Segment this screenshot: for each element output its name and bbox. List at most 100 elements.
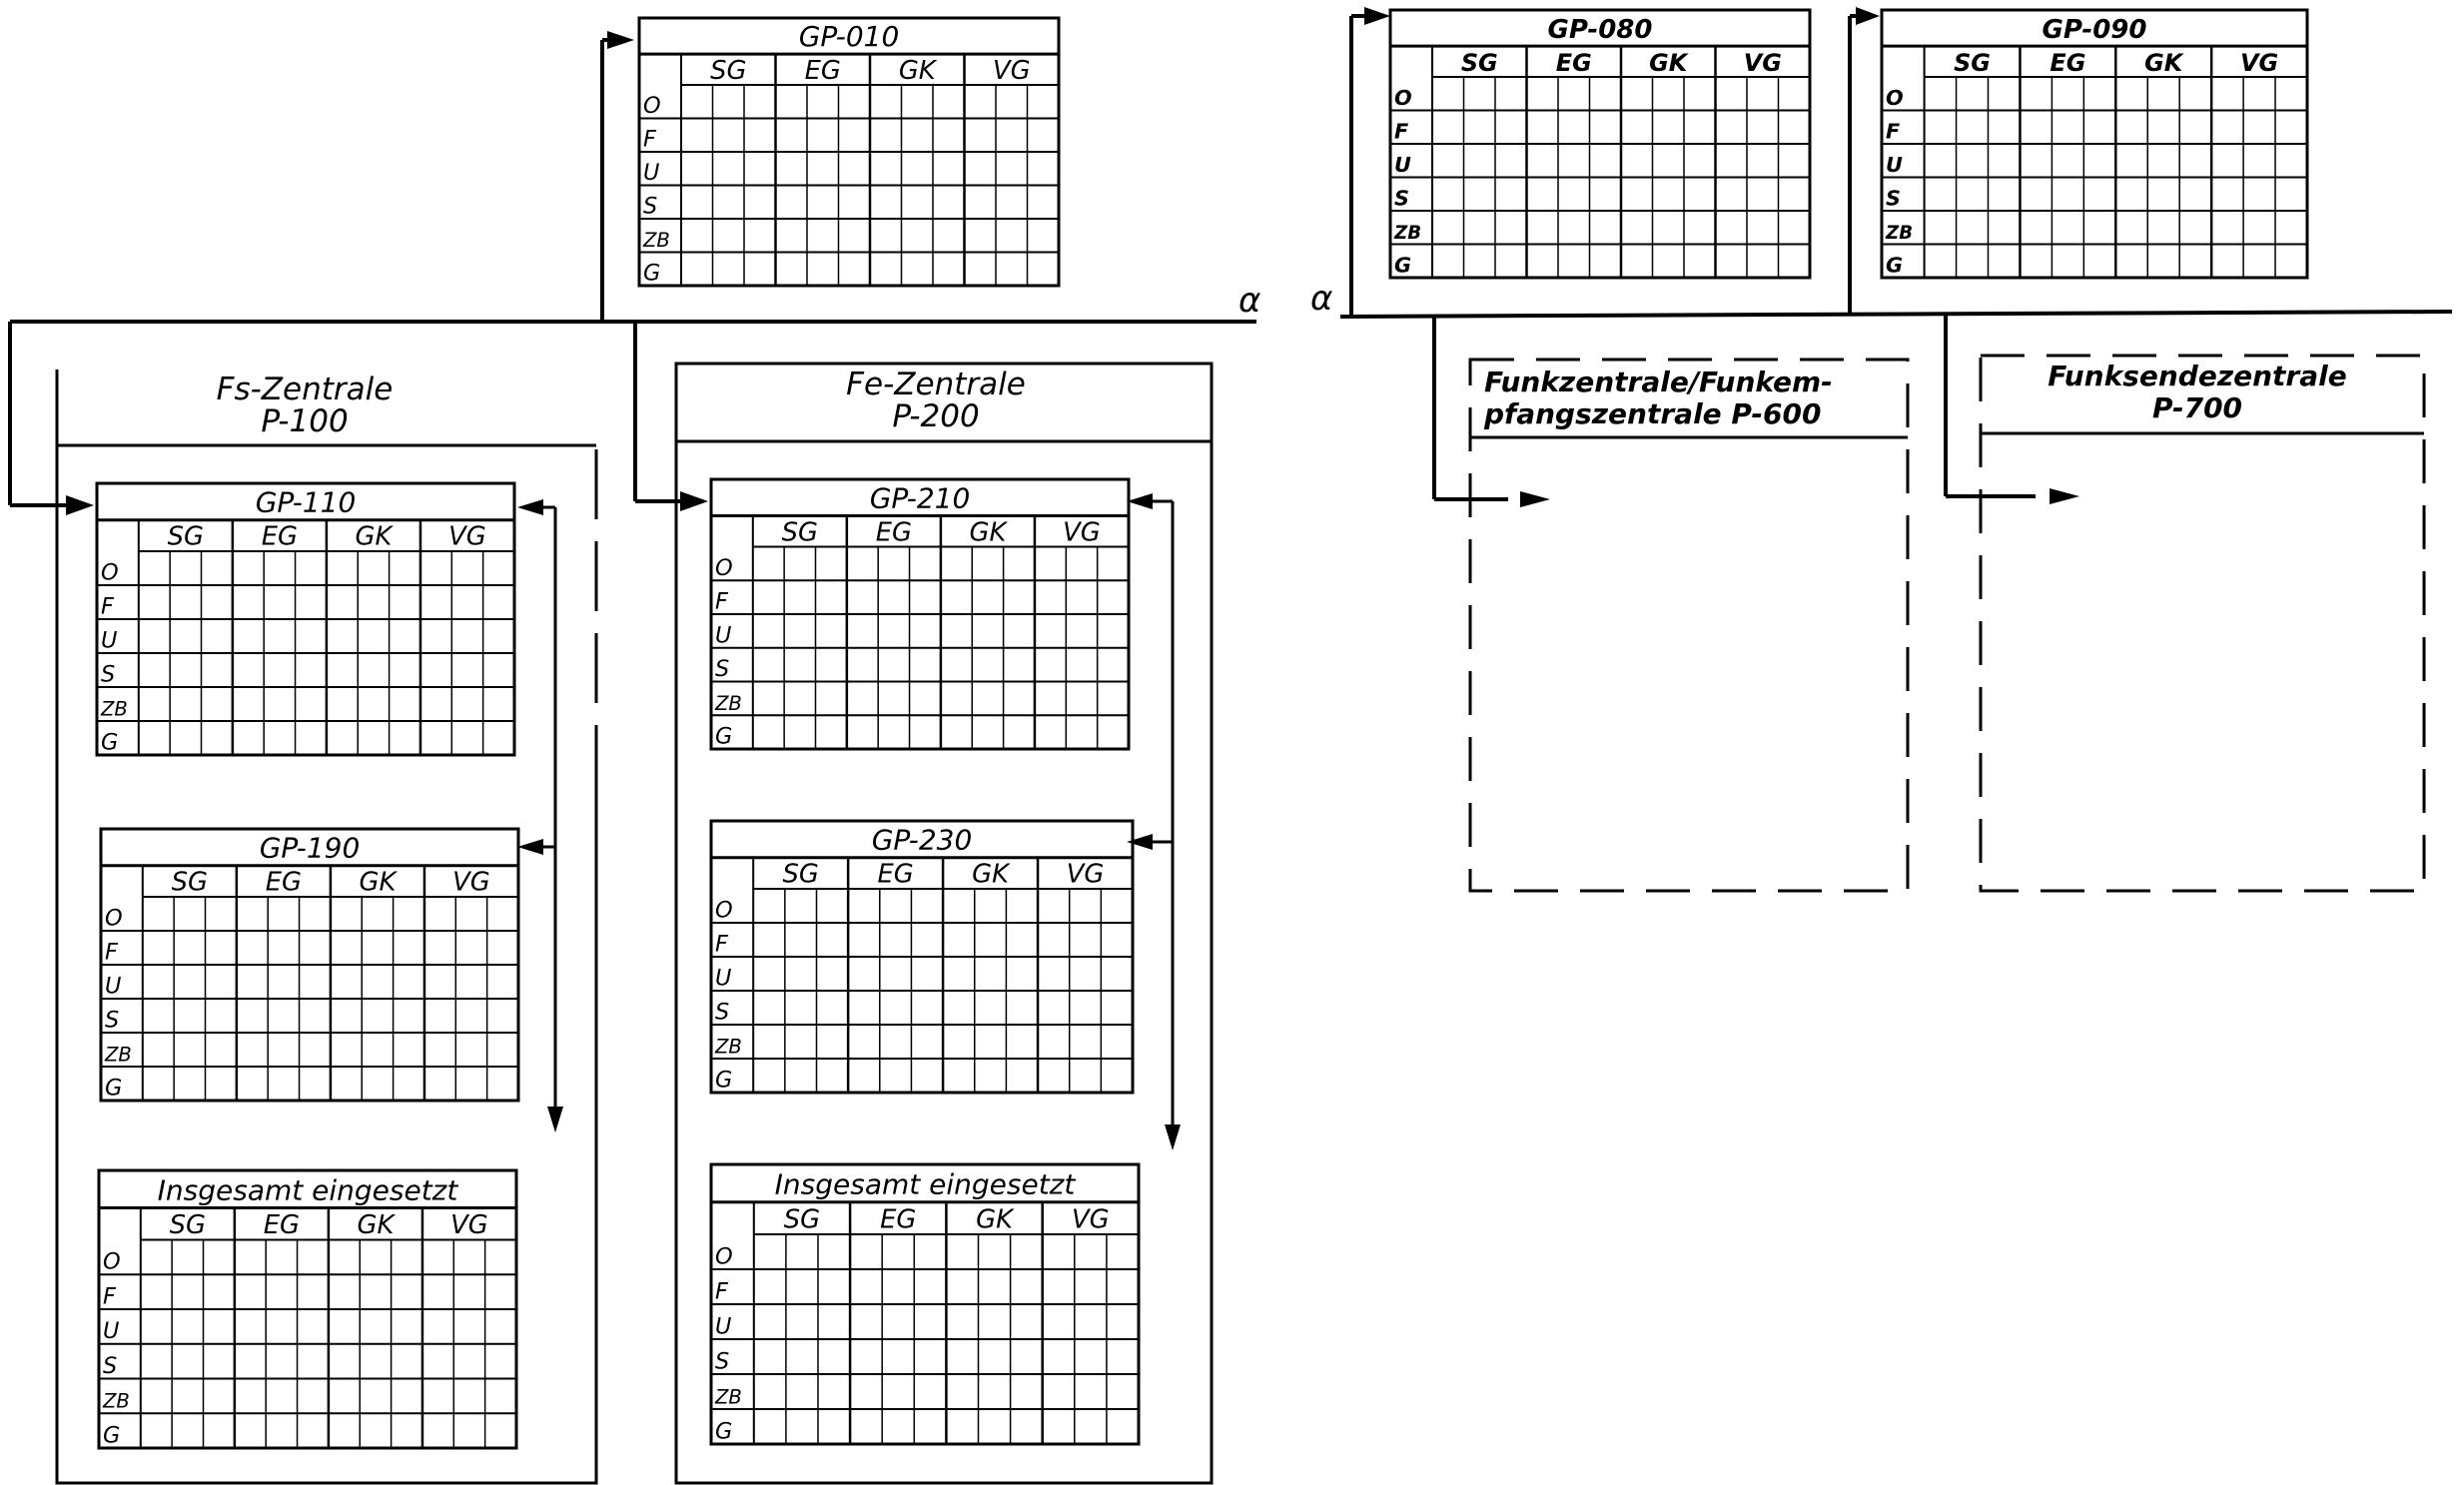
arrow-return-gp230-icon <box>1127 834 1153 850</box>
row-label-s: S <box>105 1008 119 1034</box>
table-title: GP-230 <box>872 824 973 857</box>
row-label-u: U <box>105 974 121 1000</box>
arrow-gp090-icon <box>1856 7 1880 25</box>
column-header-gk: GK <box>899 56 938 86</box>
column-header-eg: EG <box>805 56 841 86</box>
arrowheads <box>66 7 2079 1150</box>
column-header-sg: SG <box>783 860 819 890</box>
row-label-g: G <box>1394 254 1411 278</box>
column-header-sg: SG <box>170 1210 206 1240</box>
arrow-return-gp210-icon <box>1127 493 1153 509</box>
row-label-f: F <box>1394 120 1408 144</box>
arrow-down-fs-icon <box>547 1107 563 1132</box>
row-label-s: S <box>1394 187 1409 211</box>
central-fe: Fe-Zentrale P-200 <box>674 362 1214 1485</box>
connection-lines <box>8 14 2453 1136</box>
column-header-sg: SG <box>1461 49 1498 77</box>
row-label-s: S <box>643 194 657 220</box>
row-label-g: G <box>643 261 660 287</box>
row-label-zb: ZB <box>1885 223 1913 244</box>
arrow-p600-icon <box>1520 491 1550 507</box>
row-label-f: F <box>1886 120 1900 144</box>
column-header-vg: VG <box>1063 517 1101 547</box>
arrow-down-fe-icon <box>1165 1124 1181 1150</box>
arrow-gp210-icon <box>680 491 708 511</box>
column-header-eg: EG <box>262 522 298 552</box>
row-label-f: F <box>103 1283 117 1309</box>
row-label-o: O <box>715 898 733 924</box>
row-label-g: G <box>103 1422 120 1448</box>
row-label-zb: ZB <box>714 1036 742 1059</box>
table-title: GP-090 <box>2042 15 2146 45</box>
central-fs-frame <box>55 368 598 1485</box>
row-label-f: F <box>643 127 657 153</box>
connector-label-right: α <box>1310 279 1332 319</box>
column-header-eg: EG <box>1556 49 1592 77</box>
row-label-u: U <box>103 1318 119 1344</box>
arrow-return-gp190-icon <box>517 839 543 855</box>
column-header-sg: SG <box>782 517 818 547</box>
column-header-gk: GK <box>358 1210 397 1240</box>
central-p600-frame <box>1468 358 1910 893</box>
column-header-sg: SG <box>710 56 746 86</box>
row-label-u: U <box>101 628 117 654</box>
row-label-o: O <box>1394 86 1412 110</box>
row-label-o: O <box>1886 86 1904 110</box>
column-header-eg: EG <box>878 860 914 890</box>
column-header-gk: GK <box>2144 49 2184 77</box>
row-label-o: O <box>101 560 119 586</box>
table-title: GP-210 <box>870 481 971 514</box>
row-label-s: S <box>103 1353 117 1379</box>
row-label-o: O <box>643 93 661 119</box>
central-p700-line2: P-700 <box>2152 391 2242 424</box>
row-label-u: U <box>715 622 731 648</box>
table-title: GP-010 <box>799 20 900 53</box>
arrow-gp010-icon <box>607 31 634 49</box>
row-label-u: U <box>643 160 659 186</box>
row-label-zb: ZB <box>104 1044 132 1067</box>
central-fe-line1: Fe-Zentrale <box>846 367 1026 402</box>
row-label-g: G <box>1886 254 1903 278</box>
central-p600-line1: Funkzentrale/Funkem- <box>1484 366 1833 398</box>
arrow-gp110-icon <box>66 495 94 515</box>
row-label-f: F <box>715 589 729 615</box>
central-p700-line1: Funksendezentrale <box>2048 360 2346 392</box>
row-label-o: O <box>715 555 733 581</box>
arrow-gp080-icon <box>1364 7 1390 25</box>
column-header-sg: SG <box>168 522 204 552</box>
column-header-vg: VG <box>448 522 486 552</box>
row-label-zb: ZB <box>102 1390 130 1413</box>
row-label-g: G <box>105 1076 122 1102</box>
central-p600: Funkzentrale/Funkem- pfangszentrale P-60… <box>1468 358 1910 893</box>
column-header-sg: SG <box>1954 49 1991 77</box>
central-fs: Fs-Zentrale P-100 <box>55 368 598 1485</box>
table-title: Insgesamt eingesetzt <box>775 1167 1077 1200</box>
central-fe-frame <box>674 362 1214 1485</box>
row-label-zb: ZB <box>642 229 670 252</box>
central-fs-line1: Fs-Zentrale <box>217 371 394 407</box>
row-label-u: U <box>1886 153 1903 177</box>
arrow-return-gp110-icon <box>517 499 543 515</box>
row-label-zb: ZB <box>714 692 742 715</box>
column-header-eg: EG <box>264 1210 300 1240</box>
central-fs-line2: P-100 <box>261 403 348 439</box>
column-header-gk: GK <box>970 517 1009 547</box>
row-label-o: O <box>105 906 123 932</box>
column-header-vg: VG <box>1744 49 1782 77</box>
row-label-zb: ZB <box>100 698 128 721</box>
main-bus-right <box>1339 310 2453 319</box>
column-header-gk: GK <box>972 860 1011 890</box>
column-header-eg: EG <box>876 517 912 547</box>
column-header-gk: GK <box>360 868 399 898</box>
row-label-s: S <box>1886 187 1901 211</box>
